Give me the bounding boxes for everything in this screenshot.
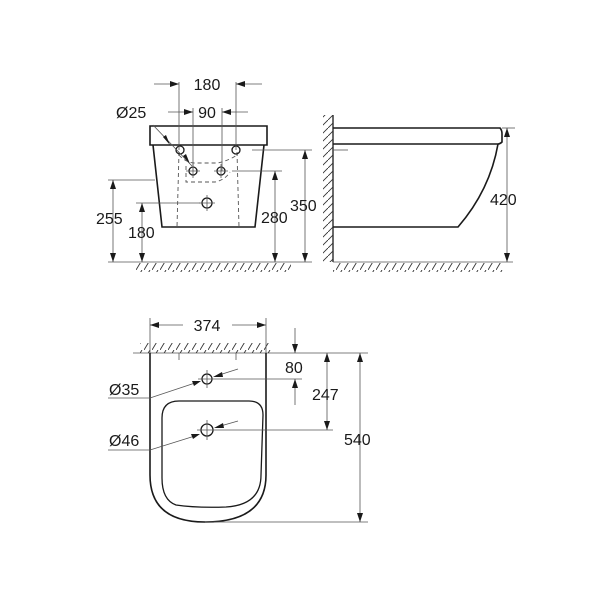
top-view: Ø35 Ø46 374 80 247 540 xyxy=(108,318,371,523)
dim-dia-35: Ø35 xyxy=(109,382,139,399)
side-view: 420 xyxy=(323,115,517,272)
dim-247: 247 xyxy=(312,387,339,404)
wall-hatch xyxy=(323,115,333,262)
dim-540: 540 xyxy=(344,432,371,449)
dim-dia-46: Ø46 xyxy=(109,433,139,450)
dim-90: 90 xyxy=(198,105,216,122)
tap-hole-left-icon xyxy=(175,145,185,155)
side-rim xyxy=(333,127,503,145)
floor-hatch xyxy=(136,263,291,272)
dim-350: 350 xyxy=(290,198,317,215)
dim-180-top: 180 xyxy=(194,77,221,94)
dim-80: 80 xyxy=(285,360,303,377)
dim-420: 420 xyxy=(490,192,517,209)
hidden-lines xyxy=(176,151,240,228)
dim-374: 374 xyxy=(194,318,221,335)
dim-180-height: 180 xyxy=(128,225,155,242)
bowl-outline xyxy=(161,400,264,508)
side-body xyxy=(333,143,499,228)
side-floor-hatch xyxy=(333,263,503,272)
top-wall-hatch xyxy=(140,343,272,353)
bidet-outline xyxy=(149,353,267,523)
dim-280: 280 xyxy=(261,210,288,227)
front-view: 180 90 Ø25 255 180 280 350 xyxy=(96,77,317,272)
bidet-body xyxy=(152,144,265,228)
dim-dia-25: Ø25 xyxy=(116,105,146,122)
bidet-rim xyxy=(149,125,268,146)
dim-255: 255 xyxy=(96,211,123,228)
